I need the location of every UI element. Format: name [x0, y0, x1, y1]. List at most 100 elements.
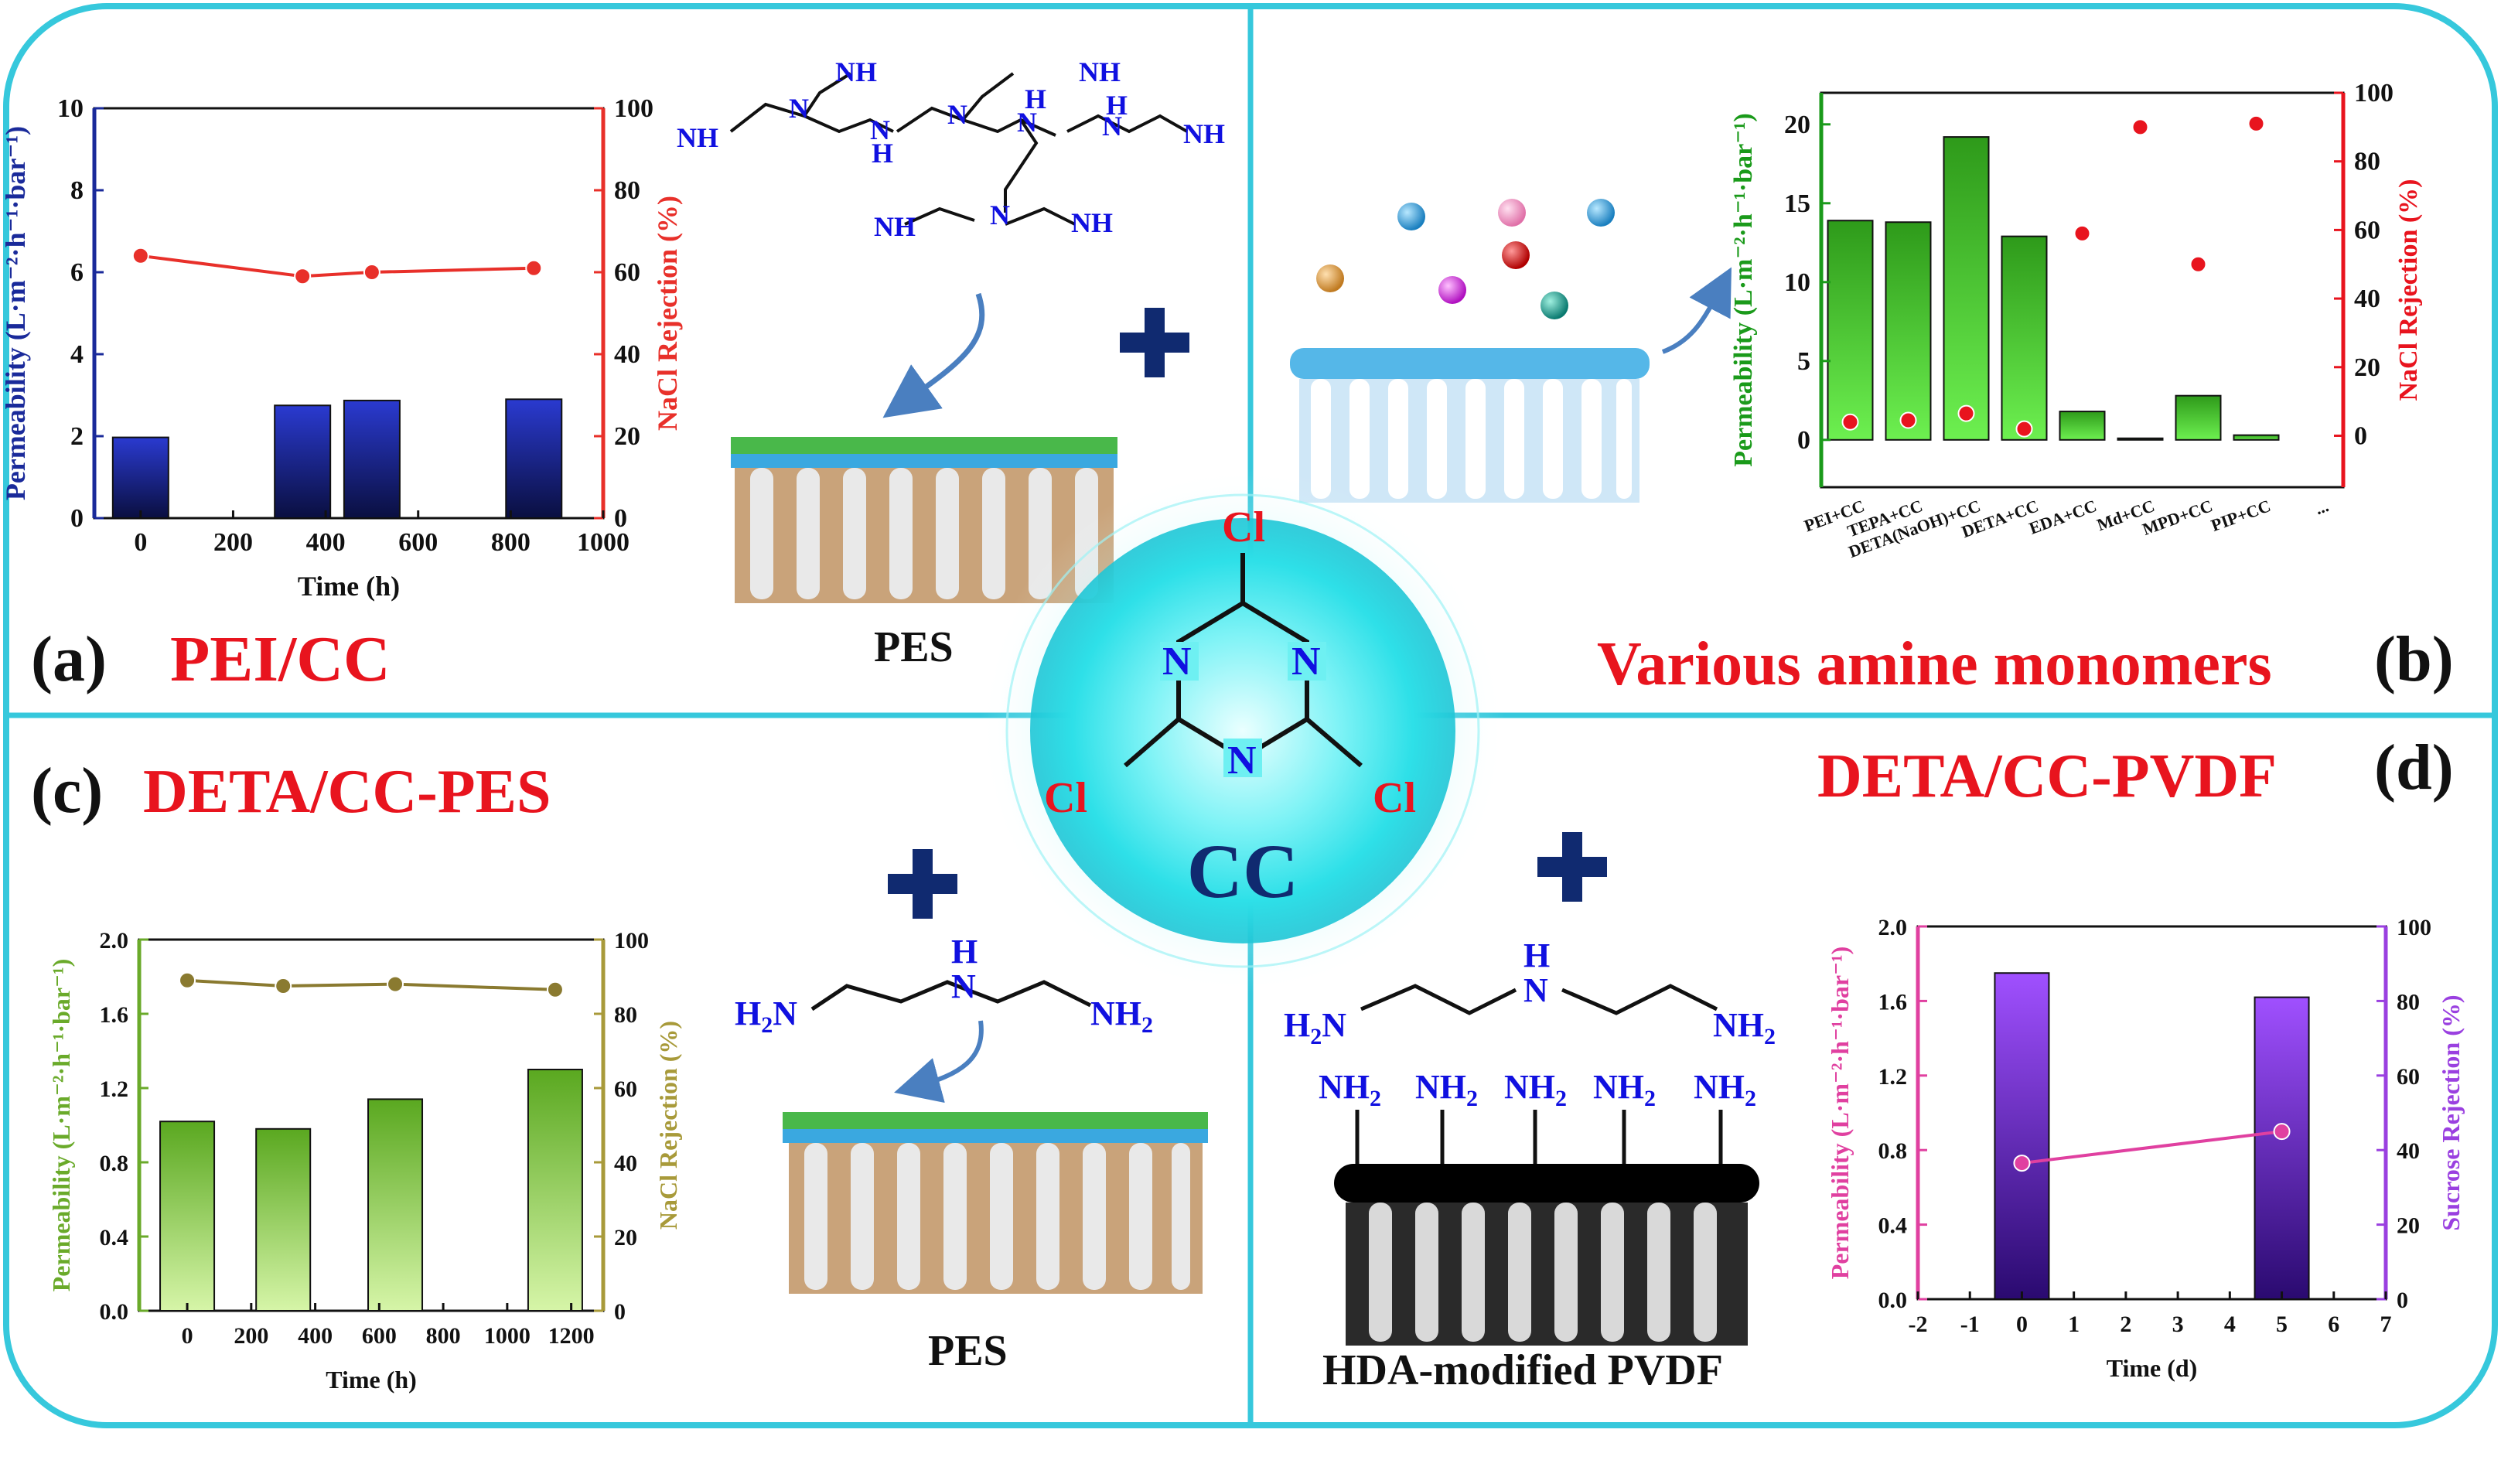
y2label-a: NaCl Rejection (%) [652, 196, 683, 431]
svg-text:NH: NH [1079, 56, 1121, 87]
bar-b-7 [2233, 434, 2280, 441]
y2tick-label-b-3: 60 [2354, 216, 2380, 244]
cc-label: CC [1187, 828, 1298, 914]
ytick-label-d-4: 1.6 [1878, 989, 1908, 1015]
plus-icon [1537, 832, 1607, 902]
plus-icon [888, 849, 957, 919]
ytick-label-d-3: 1.2 [1878, 1064, 1908, 1090]
outer-frame [3, 3, 2498, 1428]
cc-glow-disc [1030, 518, 1455, 943]
ytick-label-c-2: 0.8 [100, 1151, 129, 1176]
n-right: N [1291, 640, 1321, 684]
svg-text:N: N [1523, 971, 1548, 1009]
bar-a-2 [343, 399, 401, 520]
n-left: N [1162, 640, 1192, 684]
svg-text:H: H [951, 933, 978, 971]
ytick-label-b-0: 0 [1797, 426, 1810, 455]
xtick-label-a-0: 0 [134, 528, 147, 557]
panel-b-title: Various amine monomers [1597, 630, 2272, 698]
bar-b-2 [1943, 136, 1990, 441]
y2tick-label-a-5: 100 [614, 94, 653, 123]
point-a-2 [363, 264, 380, 281]
ytick-label-c-0: 0.0 [100, 1299, 129, 1325]
panel-d-title: DETA/CC-PVDF [1817, 742, 2277, 810]
y2tick-label-d-0: 0 [2397, 1288, 2408, 1313]
y2tick-label-b-1: 20 [2354, 353, 2380, 382]
xtick-label-c-6: 1200 [548, 1323, 595, 1349]
y2tick-label-c-4: 80 [614, 1002, 637, 1028]
y2tick-label-c-0: 0 [614, 1299, 626, 1325]
bar-c-2 [367, 1098, 424, 1312]
svg-text:NH: NH [1183, 118, 1225, 149]
bar-b-3 [2001, 235, 2048, 441]
svg-text:H: H [1106, 90, 1128, 121]
ytick-label-b-1: 5 [1797, 347, 1810, 376]
pes-label-a: PES [874, 623, 954, 671]
bar-a-0 [111, 436, 169, 520]
hda-pvdf-label: HDA-modified PVDF [1322, 1346, 1723, 1394]
xtick-label-d-0: -2 [1909, 1312, 1928, 1337]
ytick-label-c-1: 0.4 [100, 1225, 129, 1250]
point-b-0 [1841, 413, 1859, 431]
y2tick-label-c-5: 100 [614, 928, 649, 954]
y2tick-label-a-0: 0 [614, 504, 627, 533]
bar-a-1 [274, 404, 332, 519]
bar-c-1 [255, 1127, 312, 1312]
svg-text:N: N [870, 114, 890, 145]
svg-text:NH2: NH2 [1319, 1068, 1381, 1111]
point-c-1 [275, 977, 292, 994]
svg-text:H: H [872, 138, 893, 169]
xtick-label-c-2: 400 [298, 1323, 333, 1349]
ylabel-c: Permeability (L·m⁻²·h⁻¹·bar⁻¹) [47, 959, 75, 1292]
y2tick-label-c-3: 60 [614, 1076, 637, 1102]
ytick-label-c-5: 2.0 [100, 928, 129, 954]
panel-b-letter: (b) [2374, 623, 2454, 695]
category-label-b-8: ... [2312, 496, 2331, 518]
xtick-label-c-4: 800 [426, 1323, 461, 1349]
y2tick-label-b-2: 40 [2354, 285, 2380, 313]
panel-a-title: PEI/CC [170, 623, 391, 695]
xtick-label-a-5: 1000 [577, 528, 630, 557]
cl-right: Cl [1373, 774, 1416, 822]
xtick-label-d-3: 1 [2068, 1312, 2080, 1337]
xtick-label-d-6: 4 [2224, 1312, 2236, 1337]
y2tick-label-b-5: 100 [2354, 79, 2394, 107]
xtick-label-c-1: 200 [234, 1323, 268, 1349]
ytick-label-d-2: 0.8 [1878, 1138, 1908, 1164]
series-line-c [186, 978, 556, 991]
xtick-label-d-1: -1 [1960, 1312, 1980, 1337]
svg-text:NH2: NH2 [1713, 1006, 1776, 1049]
xlabel-c: Time (h) [326, 1366, 417, 1394]
chart-b: 05101520020406080100PEI+CCTEPA+CCDETA(Na… [1729, 79, 2423, 561]
xtick-label-d-7: 5 [2276, 1312, 2288, 1337]
plot-frame-d [1916, 925, 2387, 1301]
category-label-b-7: PIP+CC [2209, 496, 2273, 535]
svg-text:N: N [951, 967, 976, 1005]
y2tick-label-c-2: 40 [614, 1151, 637, 1176]
molecule-balls [1316, 199, 1615, 319]
arrow-icon [1661, 267, 1732, 354]
ytick-label-c-3: 1.2 [100, 1076, 129, 1102]
point-b-2 [1957, 404, 1975, 422]
xtick-label-d-9: 7 [2380, 1312, 2392, 1337]
panel-c: (c) DETA/CC-PES 0.00.40.81.21.62.0020406… [31, 755, 1208, 1394]
ytick-label-d-5: 2.0 [1878, 915, 1908, 940]
svg-text:N: N [789, 93, 809, 124]
pei-molecule: NH NH N N H N N H NH N H NH N NH NH [677, 56, 1225, 242]
panel-c-title: DETA/CC-PES [143, 758, 551, 826]
ytick-label-b-4: 20 [1784, 111, 1810, 139]
point-b-5 [2131, 118, 2149, 136]
pes-membrane-c: PES [783, 1112, 1208, 1375]
svg-text:H2N: H2N [1284, 1006, 1346, 1049]
ytick-label-a-1: 2 [70, 422, 84, 451]
deta-molecule-c: H2N H N NH2 [735, 933, 1153, 1038]
xtick-label-a-2: 400 [306, 528, 346, 557]
bar-d-1 [2254, 996, 2310, 1300]
point-b-6 [2189, 255, 2207, 273]
svg-text:NH2: NH2 [1090, 994, 1153, 1038]
xtick-label-a-4: 800 [491, 528, 531, 557]
y2label-c: NaCl Rejection (%) [654, 1021, 682, 1230]
category-label-b-4: EDA+CC [2026, 496, 2099, 538]
series-line-d [2022, 1130, 2282, 1165]
